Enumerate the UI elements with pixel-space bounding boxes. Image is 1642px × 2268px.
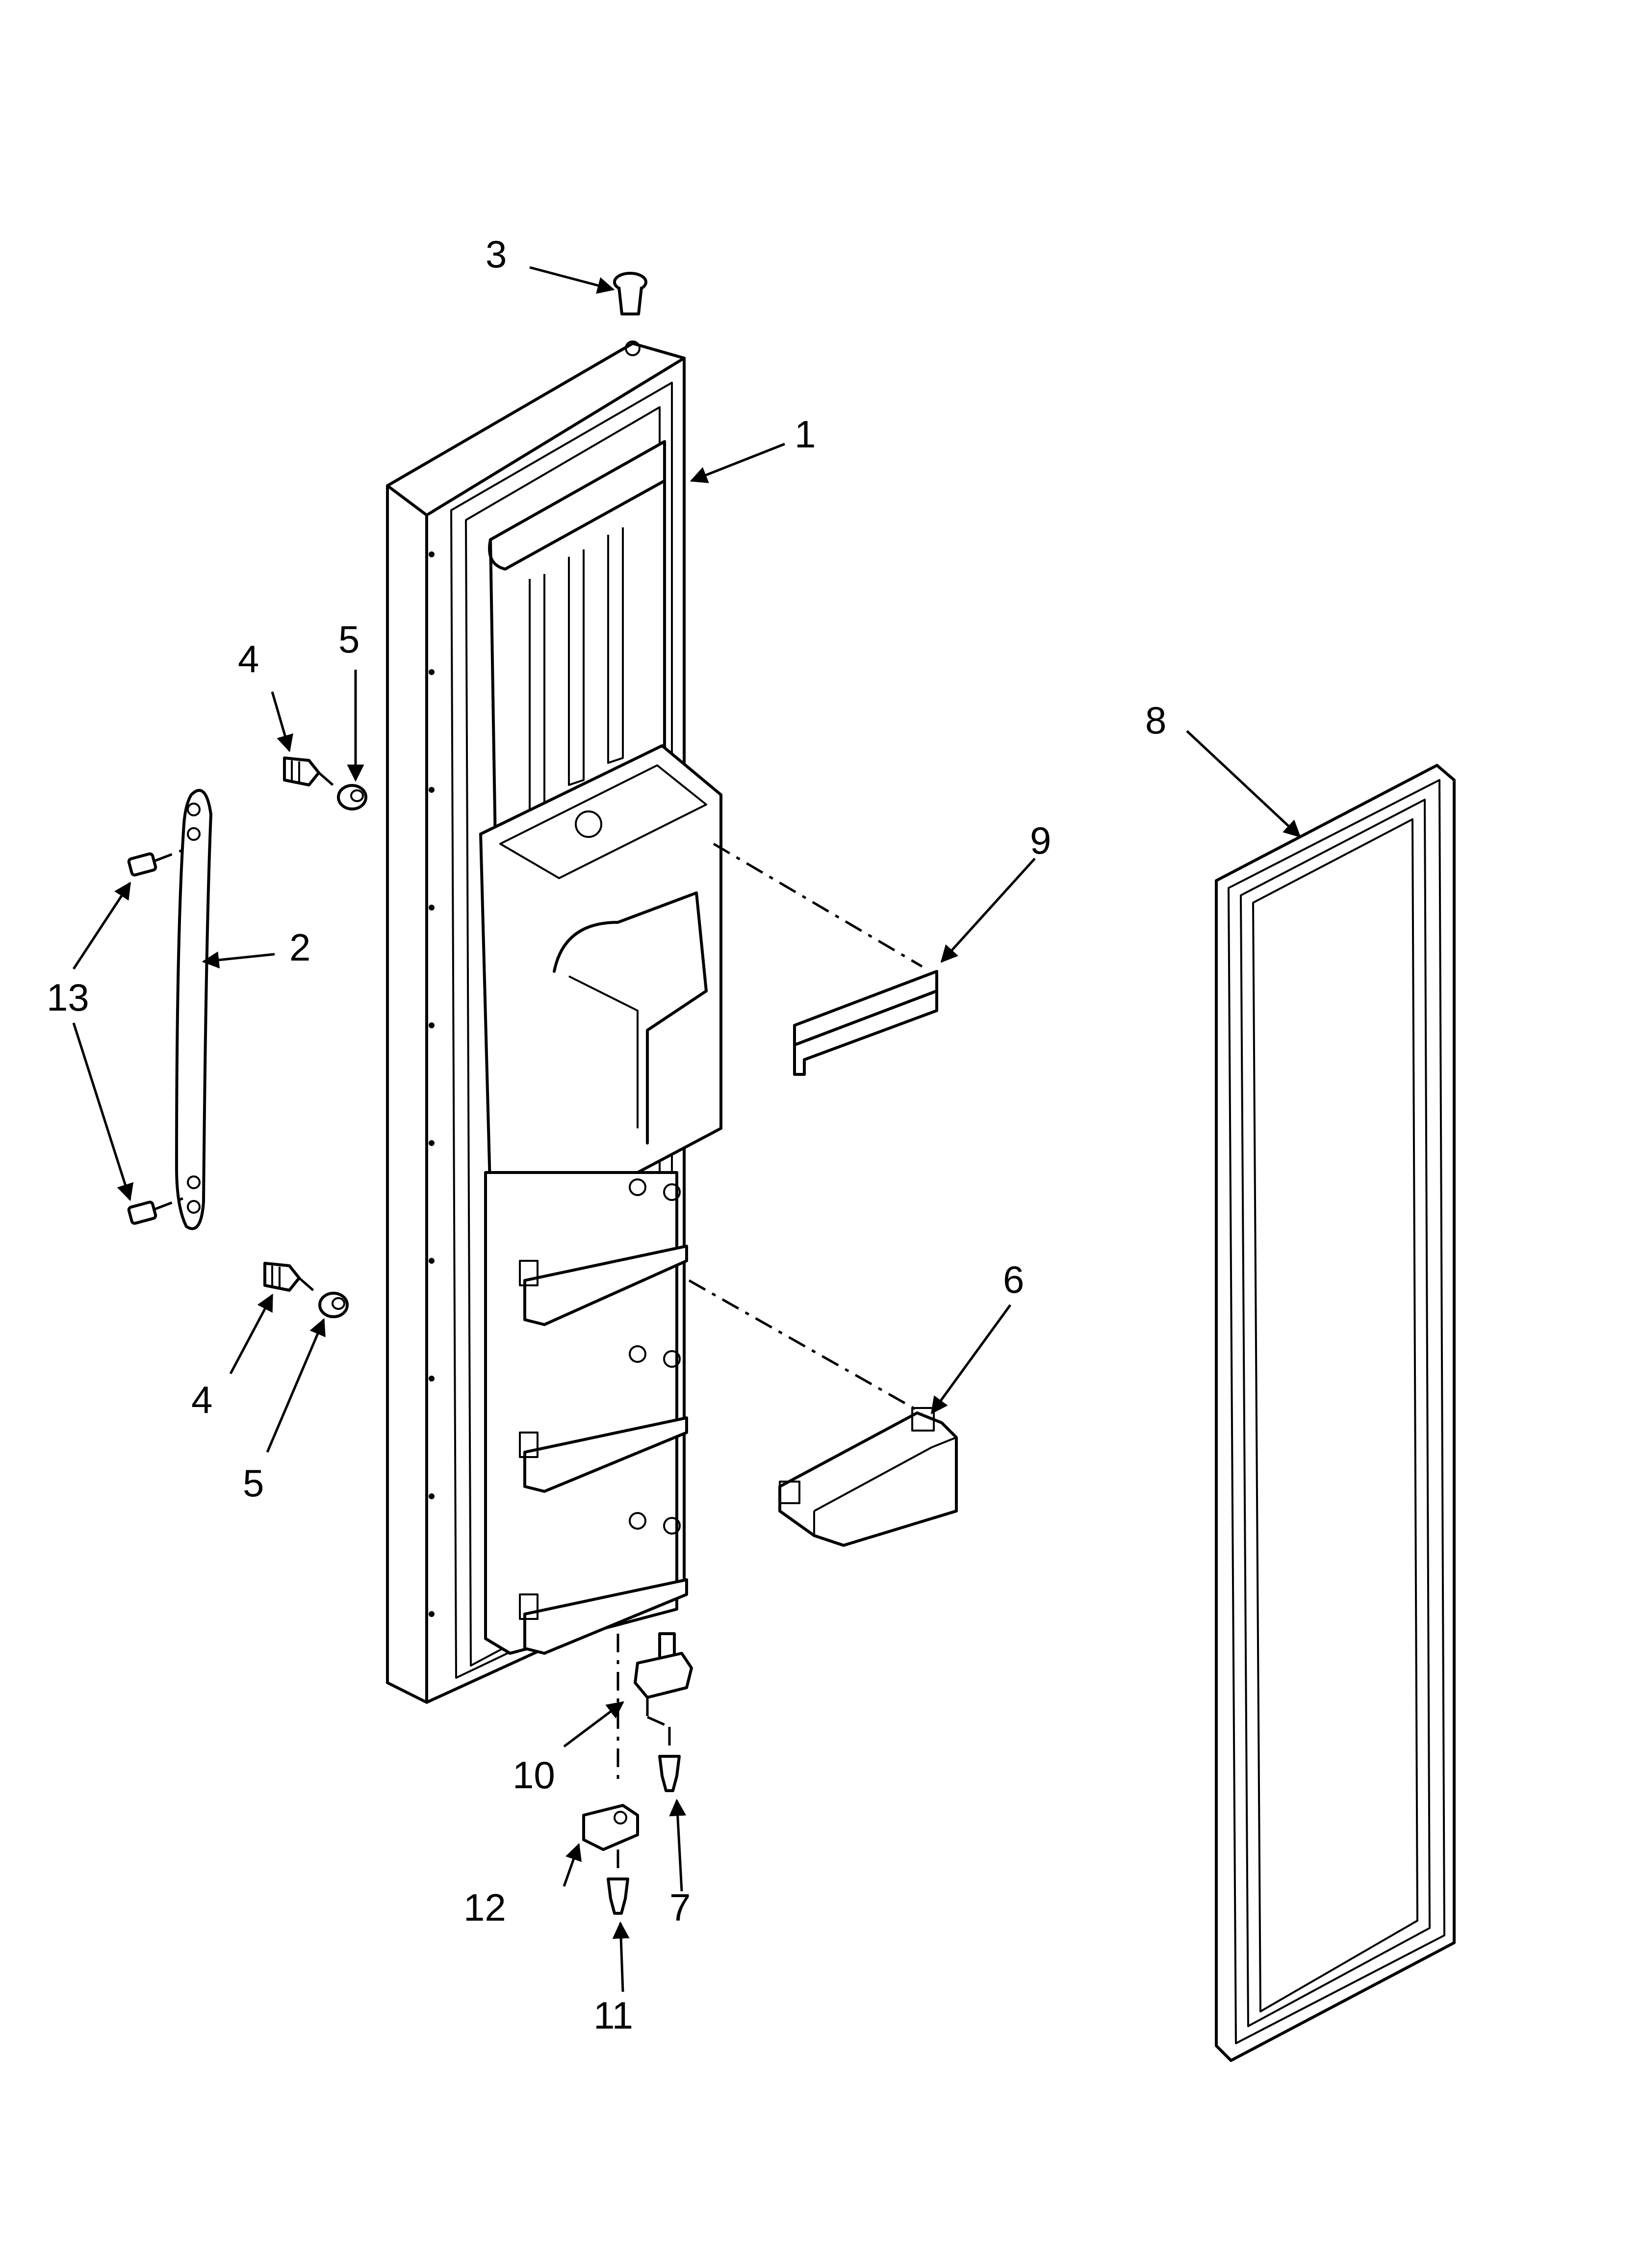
leader-arrows bbox=[72, 266, 1301, 1992]
door-bin-part bbox=[688, 1279, 958, 1547]
handle-spacer-upper bbox=[337, 784, 367, 810]
callout-6: 6 bbox=[1003, 1258, 1024, 1301]
callout-4-upper: 4 bbox=[238, 637, 259, 680]
door-gasket-part bbox=[1215, 764, 1456, 2062]
callout-12: 12 bbox=[463, 1886, 506, 1929]
door-shelves bbox=[519, 1178, 688, 1655]
freezer-door-part bbox=[386, 340, 722, 1704]
callout-5-upper: 5 bbox=[338, 618, 359, 661]
hinge-block-screw-part bbox=[607, 1877, 629, 1915]
callout-2: 2 bbox=[289, 926, 310, 969]
callout-11: 11 bbox=[593, 1994, 633, 2037]
callout-1: 1 bbox=[795, 413, 816, 456]
door-handle-part bbox=[127, 789, 212, 1230]
callout-10: 10 bbox=[513, 1753, 555, 1797]
callout-8: 8 bbox=[1145, 699, 1166, 742]
trim-strip-part bbox=[713, 842, 938, 1076]
callout-labels: 3 1 4 5 8 9 2 13 6 4 5 10 12 7 11 bbox=[47, 233, 1166, 2037]
handle-screw-upper bbox=[283, 756, 339, 791]
callout-3: 3 bbox=[486, 233, 507, 276]
callout-9: 9 bbox=[1030, 819, 1051, 862]
handle-spacer-lower bbox=[318, 1292, 349, 1318]
door-side-dots bbox=[429, 340, 641, 1617]
callout-7: 7 bbox=[669, 1886, 691, 1929]
handle-screw-lower bbox=[263, 1262, 320, 1296]
callout-4-lower: 4 bbox=[191, 1378, 212, 1421]
hinge-screw-part bbox=[658, 1755, 681, 1792]
callout-5-lower: 5 bbox=[243, 1461, 264, 1505]
hinge-block-part bbox=[582, 1804, 639, 1874]
callout-13: 13 bbox=[47, 976, 89, 1019]
hinge-pin-part bbox=[616, 1632, 693, 1786]
door-plug-part bbox=[613, 272, 647, 315]
